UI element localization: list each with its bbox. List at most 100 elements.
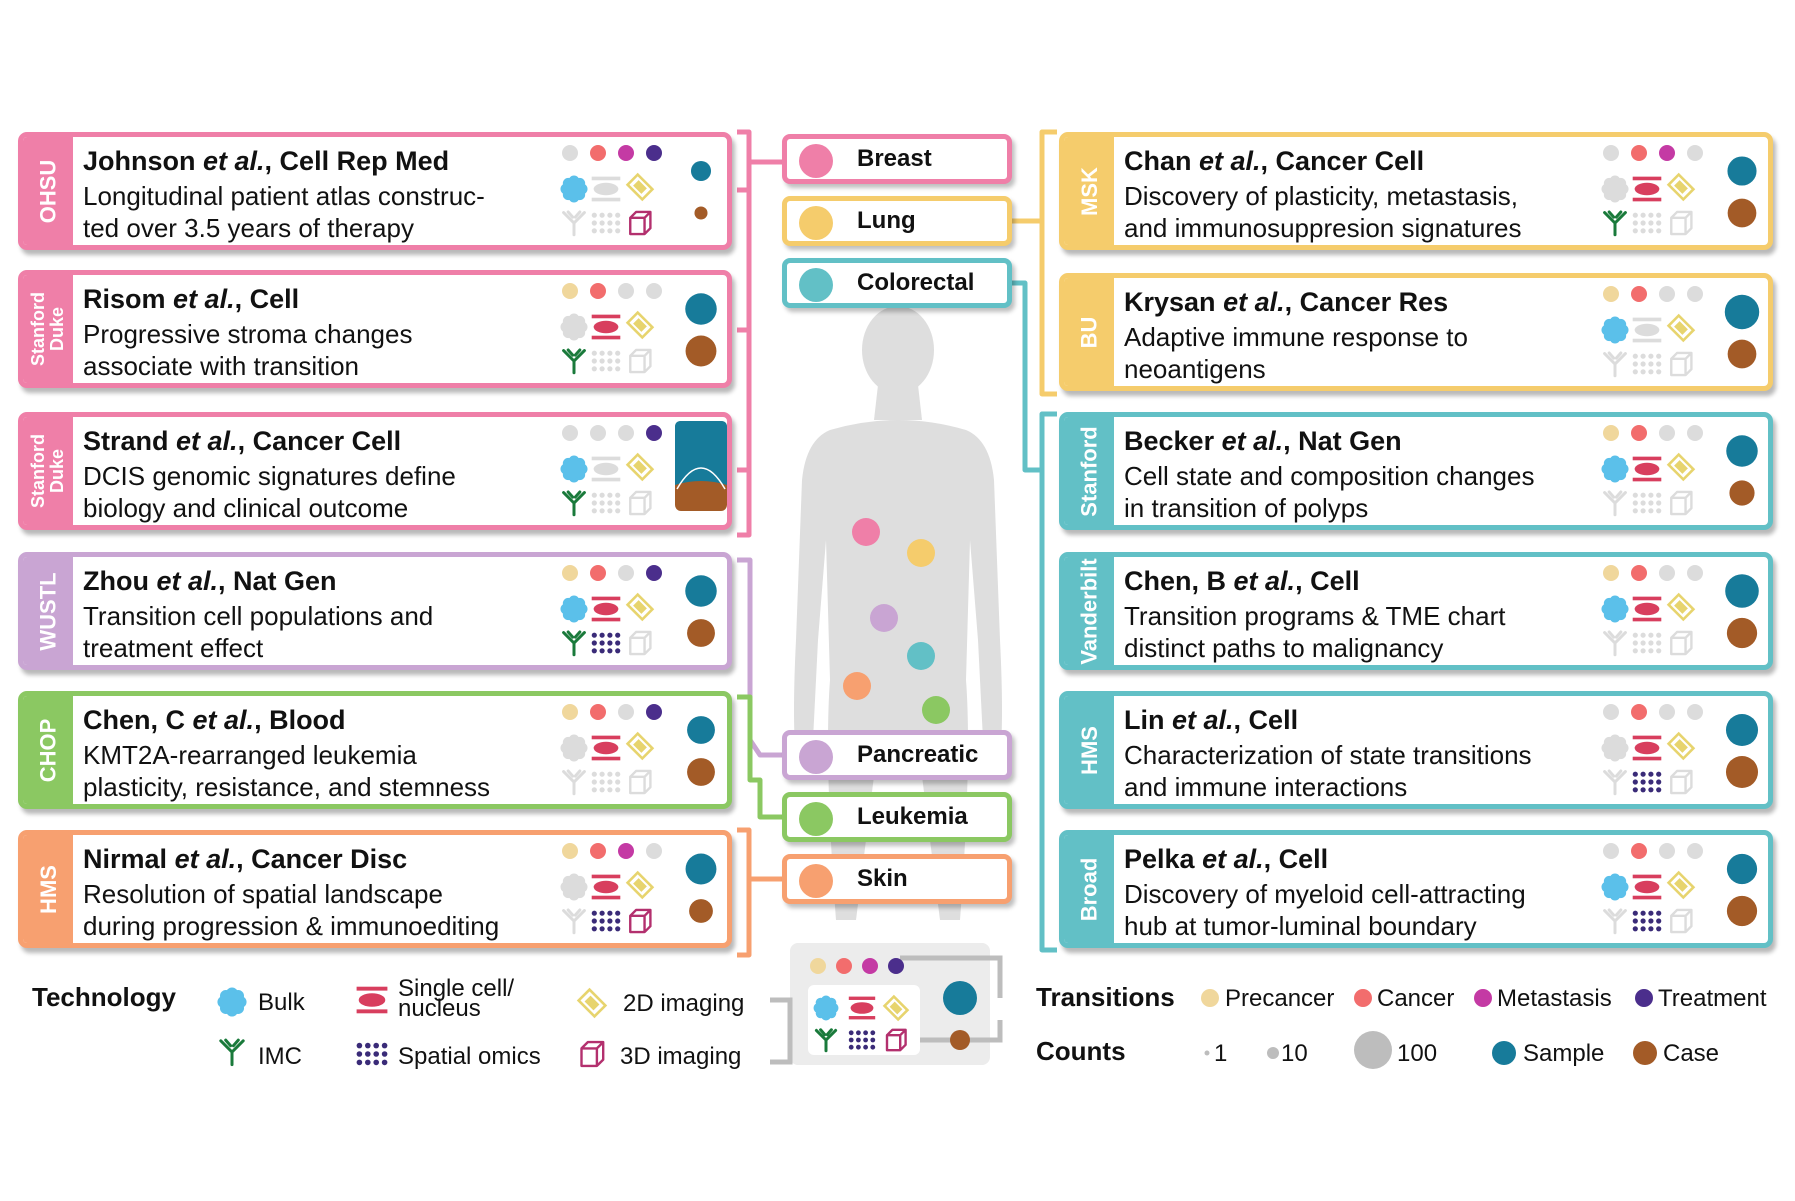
technology-transition-icons [560, 145, 662, 237]
study-author: Risom [83, 284, 166, 314]
count-circles [1725, 574, 1759, 649]
2d-imaging-icon [625, 452, 655, 482]
study-title: Krysan et al., Cancer Res [1124, 287, 1448, 318]
study-description: Longitudinal patient atlas construc-ted … [83, 180, 553, 244]
case-count-circle [689, 899, 713, 923]
transition-treatment-dot [646, 283, 662, 299]
transition-metastasis-dot [618, 145, 634, 161]
transition-cancer-dot [1631, 843, 1647, 859]
key-2d-imaging-icon [882, 994, 910, 1022]
3d-imaging-icon [629, 490, 652, 516]
description-line: Discovery of myeloid cell-attracting [1124, 879, 1526, 909]
spatial-omics-icon [1632, 632, 1662, 654]
technology-transition-icons [1601, 704, 1703, 796]
connector [737, 827, 782, 958]
transition-cancer-dot [1631, 565, 1647, 581]
bulk-icon [560, 595, 588, 623]
3d-imaging-icon [1670, 630, 1693, 656]
transition-treatment-dot [646, 843, 662, 859]
bulk-icon [1601, 316, 1629, 344]
study-etal: et al. [1202, 844, 1264, 874]
transition-precancer-dot [562, 283, 578, 299]
description-line: during progression & immunoediting [83, 911, 500, 941]
legend-cancer-label: Cancer [1377, 985, 1455, 1012]
transition-cancer-dot [590, 425, 606, 441]
2d-imaging-icon [625, 172, 655, 202]
3d-imaging-icon [629, 908, 652, 934]
study-title: Chen, B et al., Cell [1124, 566, 1360, 597]
legend-single-cell-line2: nucleus [398, 995, 481, 1022]
sample-count-circle [1726, 435, 1758, 467]
description-line: in transition of polyps [1124, 493, 1369, 523]
imc-icon [1603, 908, 1627, 935]
cancer-label: Leukemia [857, 803, 968, 830]
sample-count-circle [1727, 156, 1757, 186]
single-cell-icon [591, 596, 621, 622]
transition-treatment-dot [1687, 565, 1703, 581]
technology-transition-icons [1601, 145, 1703, 237]
description-line: distinct paths to malignancy [1124, 633, 1444, 663]
institution-tab: MSK [1064, 137, 1114, 245]
transition-cancer-dot [590, 283, 606, 299]
description-line: KMT2A-rearranged leukemia [83, 740, 417, 770]
count-circles [690, 160, 712, 220]
key-bracket [770, 955, 1003, 1065]
2d-imaging-icon [1666, 452, 1696, 482]
description-line: and immune interactions [1124, 772, 1408, 802]
legend-2d-imaging-icon [576, 987, 608, 1019]
organ-dot [922, 696, 950, 724]
study-journal: , Cancer Cell [1260, 146, 1425, 176]
cancer-label: Pancreatic [857, 741, 979, 768]
case-count-circle [687, 619, 715, 647]
count-circles [685, 853, 717, 923]
legend-spatial-label: Spatial omics [398, 1043, 541, 1070]
study-etal: et al. [203, 146, 265, 176]
transition-precancer-dot [562, 843, 578, 859]
single-cell-icon [591, 176, 621, 202]
legend-sample-circle [1492, 1041, 1516, 1065]
study-author: Lin [1124, 705, 1165, 735]
2d-imaging-icon [625, 870, 655, 900]
imc-icon [562, 348, 586, 375]
description-line: Cell state and composition changes [1124, 461, 1535, 491]
connector [737, 694, 782, 820]
study-author: Chen, C [83, 705, 186, 735]
description-line: Characterization of state transitions [1124, 740, 1532, 770]
cancer-lung: Lung [782, 196, 1012, 246]
legend-sample-label: Sample [1523, 1040, 1605, 1067]
legend-3d-imaging-icon [580, 1040, 605, 1068]
study-etal: et al. [156, 566, 219, 596]
2d-imaging-icon [625, 731, 655, 761]
description-line: DCIS genomic signatures define [83, 461, 456, 491]
sample-count-circle [685, 575, 717, 607]
legend-precancer-dot [1201, 989, 1219, 1007]
count-circles [1725, 713, 1759, 789]
cancer-label: Breast [857, 145, 932, 172]
study-author: Krysan [1124, 287, 1216, 317]
technology-transition-icons [560, 283, 662, 375]
study-journal: , Cancer Disc [236, 844, 408, 874]
cancer-label: Skin [857, 865, 908, 892]
sample-count-circle [1724, 294, 1760, 330]
legend-count-1-label: 1 [1214, 1040, 1228, 1067]
transition-treatment-dot [646, 704, 662, 720]
bulk-icon [560, 313, 588, 341]
cancer-pancreatic: Pancreatic [782, 730, 1012, 780]
study-title: Lin et al., Cell [1124, 705, 1298, 736]
study-etal: et al. [1172, 705, 1234, 735]
count-circles [1726, 853, 1758, 927]
connector [737, 129, 782, 538]
sample-count-block [675, 421, 727, 485]
description-line: and immunosuppresion signatures [1124, 213, 1522, 243]
3d-imaging-icon [1670, 351, 1693, 377]
case-count-circle [1725, 755, 1759, 789]
key-transition-dot [810, 958, 826, 974]
